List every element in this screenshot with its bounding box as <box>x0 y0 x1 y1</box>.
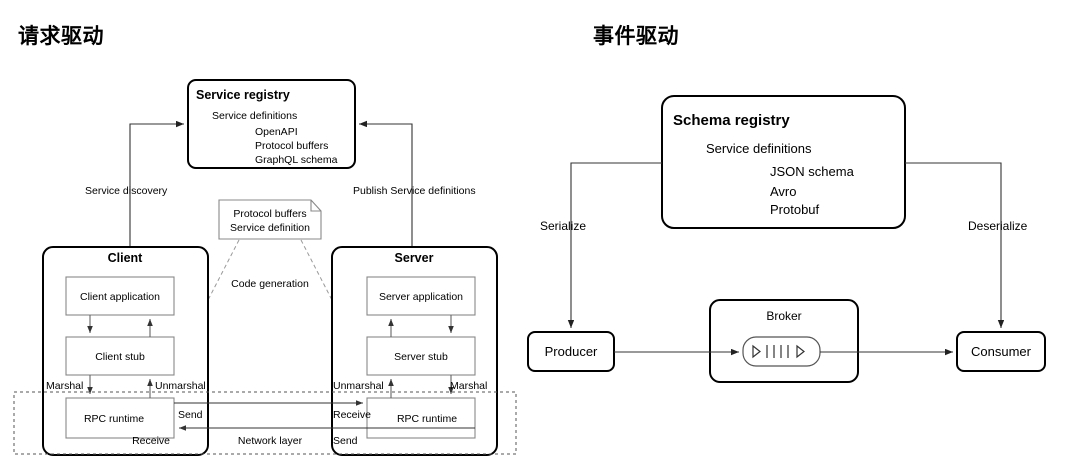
client-marshal-label: Marshal <box>46 380 83 392</box>
client-rpc-runtime-box[interactable] <box>65 397 175 439</box>
schema-registry-item-1: Avro <box>770 184 797 199</box>
server-unmarshal-label: Unmarshal <box>333 380 384 392</box>
producer-label: Producer <box>545 344 598 359</box>
schema-registry-subtitle: Service definitions <box>706 141 812 156</box>
server-title: Server <box>395 251 434 265</box>
broker-label: Broker <box>766 309 801 323</box>
client-receive-label: Receive <box>132 435 170 447</box>
network-layer-label: Network layer <box>238 435 303 447</box>
server-application-label: Server application <box>379 291 463 303</box>
serialize-label: Serialize <box>540 219 586 233</box>
consumer-box[interactable] <box>956 331 1046 372</box>
right-panel-heading: 事件驱动 <box>593 24 679 48</box>
schema-registry-item-2: Protobuf <box>770 202 820 217</box>
service-registry-title: Service registry <box>196 88 290 102</box>
service-registry-item-0: OpenAPI <box>255 126 298 138</box>
client-rpc-runtime-label: RPC runtime <box>84 413 144 425</box>
protocol-note-shape <box>218 199 322 240</box>
server-receive-label: Receive <box>333 409 371 421</box>
service-discovery-edge <box>129 120 184 248</box>
consumer-label: Consumer <box>971 344 1032 359</box>
service-registry-subtitle: Service definitions <box>212 110 297 122</box>
service-registry-item-2: GraphQL schema <box>255 154 338 166</box>
protocol-note-fold <box>310 200 321 212</box>
server-marshal-label: Marshal <box>450 380 487 392</box>
schema-registry-title: Schema registry <box>673 112 790 129</box>
service-registry-box[interactable] <box>187 79 356 169</box>
publish-definitions-label: Publish Service definitions <box>353 185 476 197</box>
client-stub-label: Client stub <box>95 351 145 363</box>
service-discovery-label: Service discovery <box>85 185 168 197</box>
server-rpc-runtime-label: RPC runtime <box>397 413 457 425</box>
left-panel-heading: 请求驱动 <box>18 24 104 48</box>
server-rpc-runtime-box[interactable] <box>366 397 476 439</box>
server-application-box[interactable] <box>366 276 476 316</box>
client-application-label: Client application <box>80 291 160 303</box>
service-registry-item-1: Protocol buffers <box>255 140 328 152</box>
schema-registry-box[interactable] <box>661 95 906 229</box>
client-application-box[interactable] <box>65 276 175 316</box>
server-stub-box[interactable] <box>366 336 476 376</box>
client-stub-box[interactable] <box>65 336 175 376</box>
serialize-edge <box>567 162 662 328</box>
server-send-label: Send <box>333 435 358 447</box>
client-send-label: Send <box>178 409 203 421</box>
deserialize-edge <box>905 162 1005 328</box>
protocol-note-line1: Protocol buffers <box>233 208 306 220</box>
deserialize-label: Deserialize <box>968 219 1028 233</box>
code-generation-label: Code generation <box>231 278 309 290</box>
client-title: Client <box>108 251 144 265</box>
client-unmarshal-label: Unmarshal <box>155 380 206 392</box>
protocol-note-line2: Service definition <box>230 222 310 234</box>
schema-registry-item-0: JSON schema <box>770 164 855 179</box>
message-queue-icon <box>742 336 821 367</box>
server-stub-label: Server stub <box>394 351 448 363</box>
publish-definitions-edge <box>359 120 413 248</box>
